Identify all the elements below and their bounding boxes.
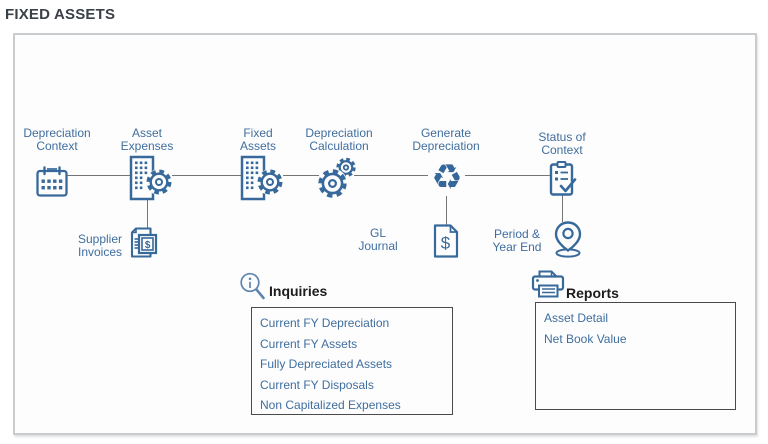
dollar-document-icon[interactable]: $ [431, 222, 461, 265]
connector-line [147, 199, 148, 229]
reports-list: Asset Detail Net Book Value [535, 302, 736, 410]
connector-line [354, 175, 428, 176]
invoice-dollar-icon[interactable]: $ [124, 226, 160, 267]
svg-text:$: $ [441, 234, 451, 253]
page-title: FIXED ASSETS [5, 6, 116, 23]
connector-line [562, 195, 563, 222]
inquiry-item[interactable]: Current FY Depreciation [260, 316, 390, 330]
connector-line [172, 175, 242, 176]
report-item[interactable]: Asset Detail [544, 311, 609, 325]
svg-text:$: $ [145, 240, 151, 251]
inquiries-heading: Inquiries [269, 283, 328, 299]
connector-line [283, 175, 319, 176]
inquiry-item[interactable]: Current FY Assets [260, 336, 358, 351]
connector-line [465, 175, 551, 176]
printer-icon [531, 269, 565, 304]
clipboard-check-icon[interactable] [548, 160, 578, 203]
inquiries-list: Current FY Depreciation Current FY Asset… [251, 307, 453, 415]
building-gear-icon[interactable] [237, 153, 283, 210]
report-item[interactable]: Net Book Value [544, 331, 627, 346]
building-gear-icon[interactable] [126, 153, 172, 210]
reports-heading: Reports [566, 285, 619, 301]
inquiry-item[interactable]: Current FY Disposals [260, 377, 374, 392]
inquiry-item[interactable]: Fully Depreciated Assets [260, 357, 393, 371]
inquiry-item[interactable]: Non Capitalized Expenses [260, 398, 401, 412]
recycle-icon[interactable]: ♻ [431, 158, 463, 198]
calendar-icon[interactable] [34, 164, 70, 205]
magnifier-info-icon [239, 271, 265, 308]
connector-line [67, 175, 131, 176]
map-pin-icon[interactable] [550, 220, 586, 263]
gears-icon[interactable] [316, 156, 360, 205]
node-label-period-year-end[interactable]: Period &Year End [492, 227, 542, 254]
connector-line [446, 196, 447, 225]
